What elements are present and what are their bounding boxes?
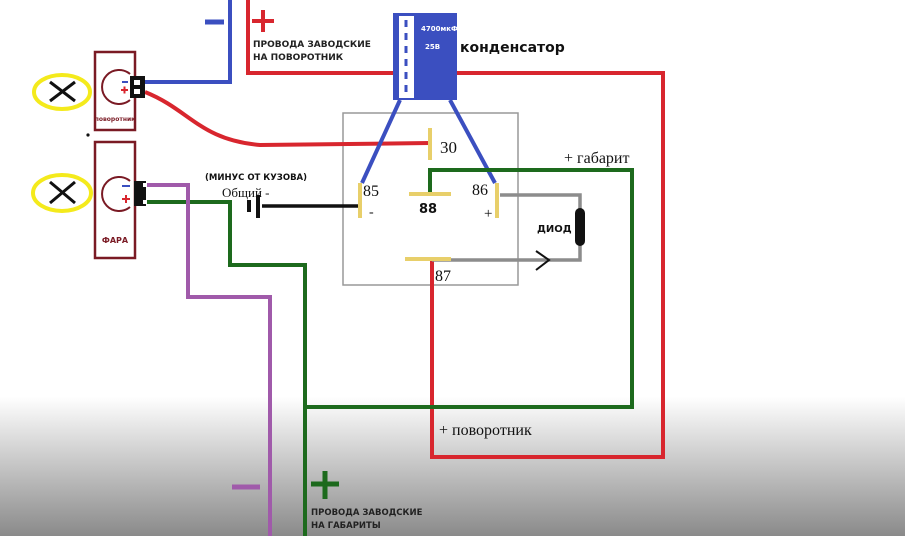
pin-86-plus: +: [484, 206, 492, 222]
pin-86-label: 86: [472, 182, 488, 199]
parking-wires-label-2: НА ГАБАРИТЫ: [311, 521, 381, 531]
purple-wire-parking-minus: [145, 183, 272, 536]
pin-87-label: 87: [435, 268, 451, 285]
ground-battery-icon: [247, 195, 260, 218]
diode-label: ДИОД: [537, 224, 572, 235]
pin-85-label: 85: [363, 183, 379, 200]
ground-note: (МИНУС ОТ КУЗОВА): [205, 173, 307, 183]
pin-85-minus: -: [369, 205, 374, 220]
green-wire-88-loop: [305, 168, 634, 409]
capacitor-value: 4700мкФ: [421, 25, 458, 33]
turn-wires-label-2: НА ПОВОРОТНИК: [253, 53, 344, 63]
pin-30-label: 30: [440, 138, 457, 157]
diode-icon: [575, 208, 585, 246]
blue-wire-turn-minus: [145, 0, 232, 84]
common-label: Общий -: [222, 185, 270, 200]
red-wire-turn-plus: [246, 0, 665, 459]
turn-wires-label-1: ПРОВОДА ЗАВОДСКИЕ: [253, 40, 371, 50]
capacitor-voltage: 25В: [425, 43, 440, 51]
plus-parking-label: + габарит: [564, 150, 629, 167]
plus-sign-green: [311, 471, 339, 499]
turn-lamp: [32, 50, 145, 132]
parking-wires-label-1: ПРОВОДА ЗАВОДСКИЕ: [311, 508, 423, 518]
plus-sign-red: [252, 10, 274, 32]
dot: [86, 133, 90, 137]
plus-turn-label: + поворотник: [439, 422, 532, 439]
pin-88-label: 88: [419, 202, 437, 217]
green-wire-parking-plus: [145, 200, 307, 536]
arrow-icon: [535, 250, 551, 271]
red-wire-to-30: [144, 90, 431, 148]
headlamp: [31, 140, 147, 260]
turn-lamp-label: поворотник: [95, 116, 136, 123]
capacitor-label: конденсатор: [460, 40, 565, 56]
capacitor-leg-85: [360, 99, 402, 184]
capacitor: [393, 13, 457, 100]
headlamp-label: ФАРА: [102, 236, 129, 245]
